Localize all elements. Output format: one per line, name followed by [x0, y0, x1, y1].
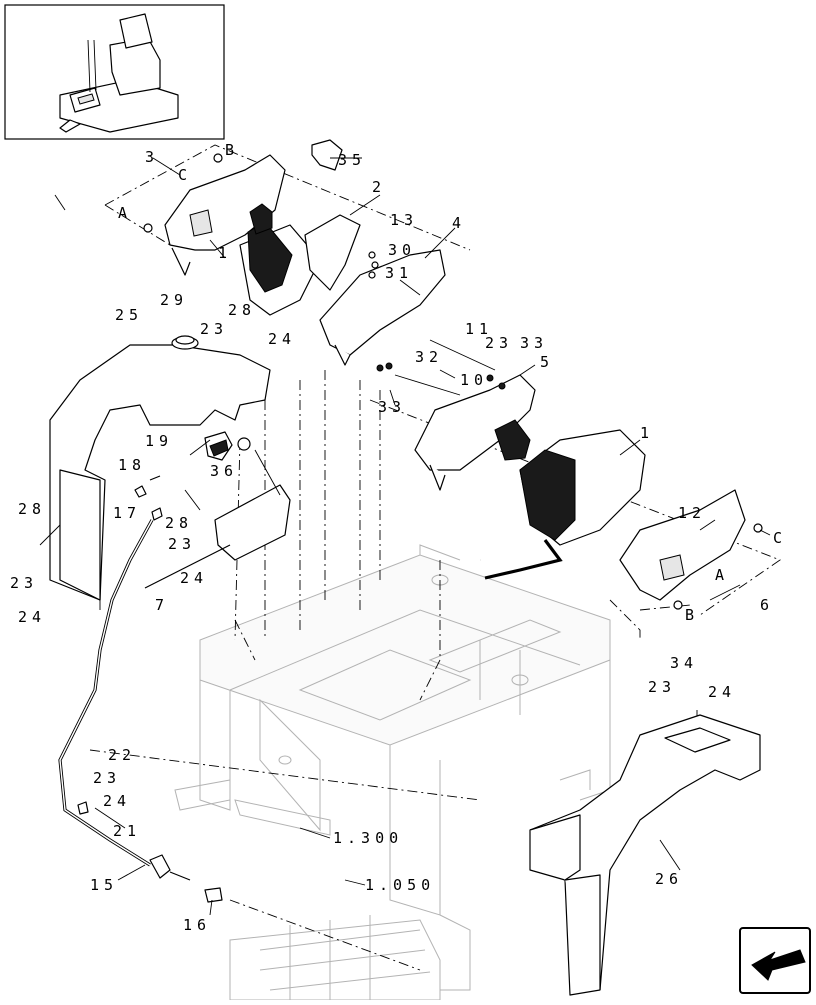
callout-30: 30 — [388, 241, 416, 259]
callout-24-mid: 24 — [180, 569, 208, 587]
callout-1-right: 1 — [640, 424, 654, 442]
left-joystick-knob — [249, 203, 273, 235]
callout-17: 17 — [113, 504, 141, 522]
callout-7: 7 — [155, 596, 169, 614]
callout-1-top: 1 — [218, 244, 232, 262]
callout-15: 15 — [90, 876, 118, 894]
callout-28-left: 28 — [18, 500, 46, 518]
callout-36: 36 — [210, 462, 238, 480]
callout-23-mid2: 23 — [168, 535, 196, 553]
arrow-nav-icon[interactable] — [751, 949, 806, 981]
callout-29: 29 — [160, 291, 188, 309]
callout-31: 31 — [385, 264, 413, 282]
callout-3: 3 — [145, 148, 159, 166]
callout-A-top: A — [118, 204, 130, 222]
callout-23-left: 23 — [10, 574, 38, 592]
callout-22: 22 — [108, 746, 136, 764]
callout-C-right: C — [773, 529, 785, 547]
callout-10: 10 — [460, 371, 488, 389]
control-bracket — [214, 484, 291, 561]
callout-5: 5 — [540, 353, 554, 371]
callout-19: 19 — [145, 432, 173, 450]
callout-24-right: 24 — [708, 683, 736, 701]
callout-23-low: 23 — [93, 769, 121, 787]
callout-1-300: 1.300 — [333, 829, 403, 847]
inset-thumbnail — [4, 4, 225, 140]
callout-32: 32 — [415, 348, 443, 366]
callout-11: 11 — [465, 320, 493, 338]
callout-1-050: 1.050 — [365, 876, 435, 894]
callout-24-left: 24 — [18, 608, 46, 626]
operator-seat-icon — [59, 13, 179, 133]
callout-labels: 35 3 B C A 1 2 13 30 31 4 25 29 28 23 24… — [10, 141, 785, 934]
callout-B-top: B — [225, 141, 237, 159]
left-side-panel — [49, 335, 271, 601]
left-control-console — [143, 139, 446, 372]
navigation-arrow-button[interactable] — [739, 927, 811, 994]
right-upper-cover — [414, 374, 536, 471]
callout-A-right: A — [715, 566, 727, 584]
leader-lines — [39, 157, 771, 916]
callout-4: 4 — [452, 214, 466, 232]
callout-13: 13 — [390, 211, 418, 229]
right-joystick-boot — [519, 449, 576, 541]
callout-B-right: B — [685, 606, 697, 624]
callout-28-top: 28 — [228, 301, 256, 319]
callout-26: 26 — [655, 870, 683, 888]
mounting-bracket — [134, 437, 291, 589]
callout-24-low: 24 — [103, 792, 131, 810]
callout-35: 35 — [338, 151, 366, 169]
callout-6: 6 — [760, 596, 774, 614]
callout-34: 34 — [670, 654, 698, 672]
trim-clip — [311, 139, 343, 171]
callout-33-mid: 33 — [378, 398, 406, 416]
callout-25: 25 — [115, 306, 143, 324]
callout-23-right: 23 — [648, 678, 676, 696]
callout-24-top: 24 — [268, 330, 296, 348]
callout-12: 12 — [678, 504, 706, 522]
callout-23-top: 23 — [200, 320, 228, 338]
control-valve-block — [229, 915, 441, 1001]
callout-21: 21 — [113, 822, 141, 840]
inset-frame — [4, 4, 225, 140]
assembly-center-lines — [89, 144, 781, 971]
right-control-console — [394, 339, 763, 610]
throttle-knob — [237, 437, 251, 451]
callout-18: 18 — [118, 456, 146, 474]
callout-2: 2 — [372, 178, 386, 196]
callout-33-right: 33 — [520, 334, 548, 352]
throttle-cable — [58, 519, 223, 903]
right-side-cover — [619, 489, 746, 601]
pedestal-cover — [529, 714, 761, 996]
callout-C-top: C — [178, 166, 190, 184]
cab-frame — [174, 544, 611, 991]
callout-28-mid: 28 — [165, 514, 193, 532]
right-joystick-knob — [494, 419, 531, 461]
callout-23-mid: 23 — [485, 334, 513, 352]
side-cover-panel — [49, 344, 271, 601]
callout-16: 16 — [183, 916, 211, 934]
